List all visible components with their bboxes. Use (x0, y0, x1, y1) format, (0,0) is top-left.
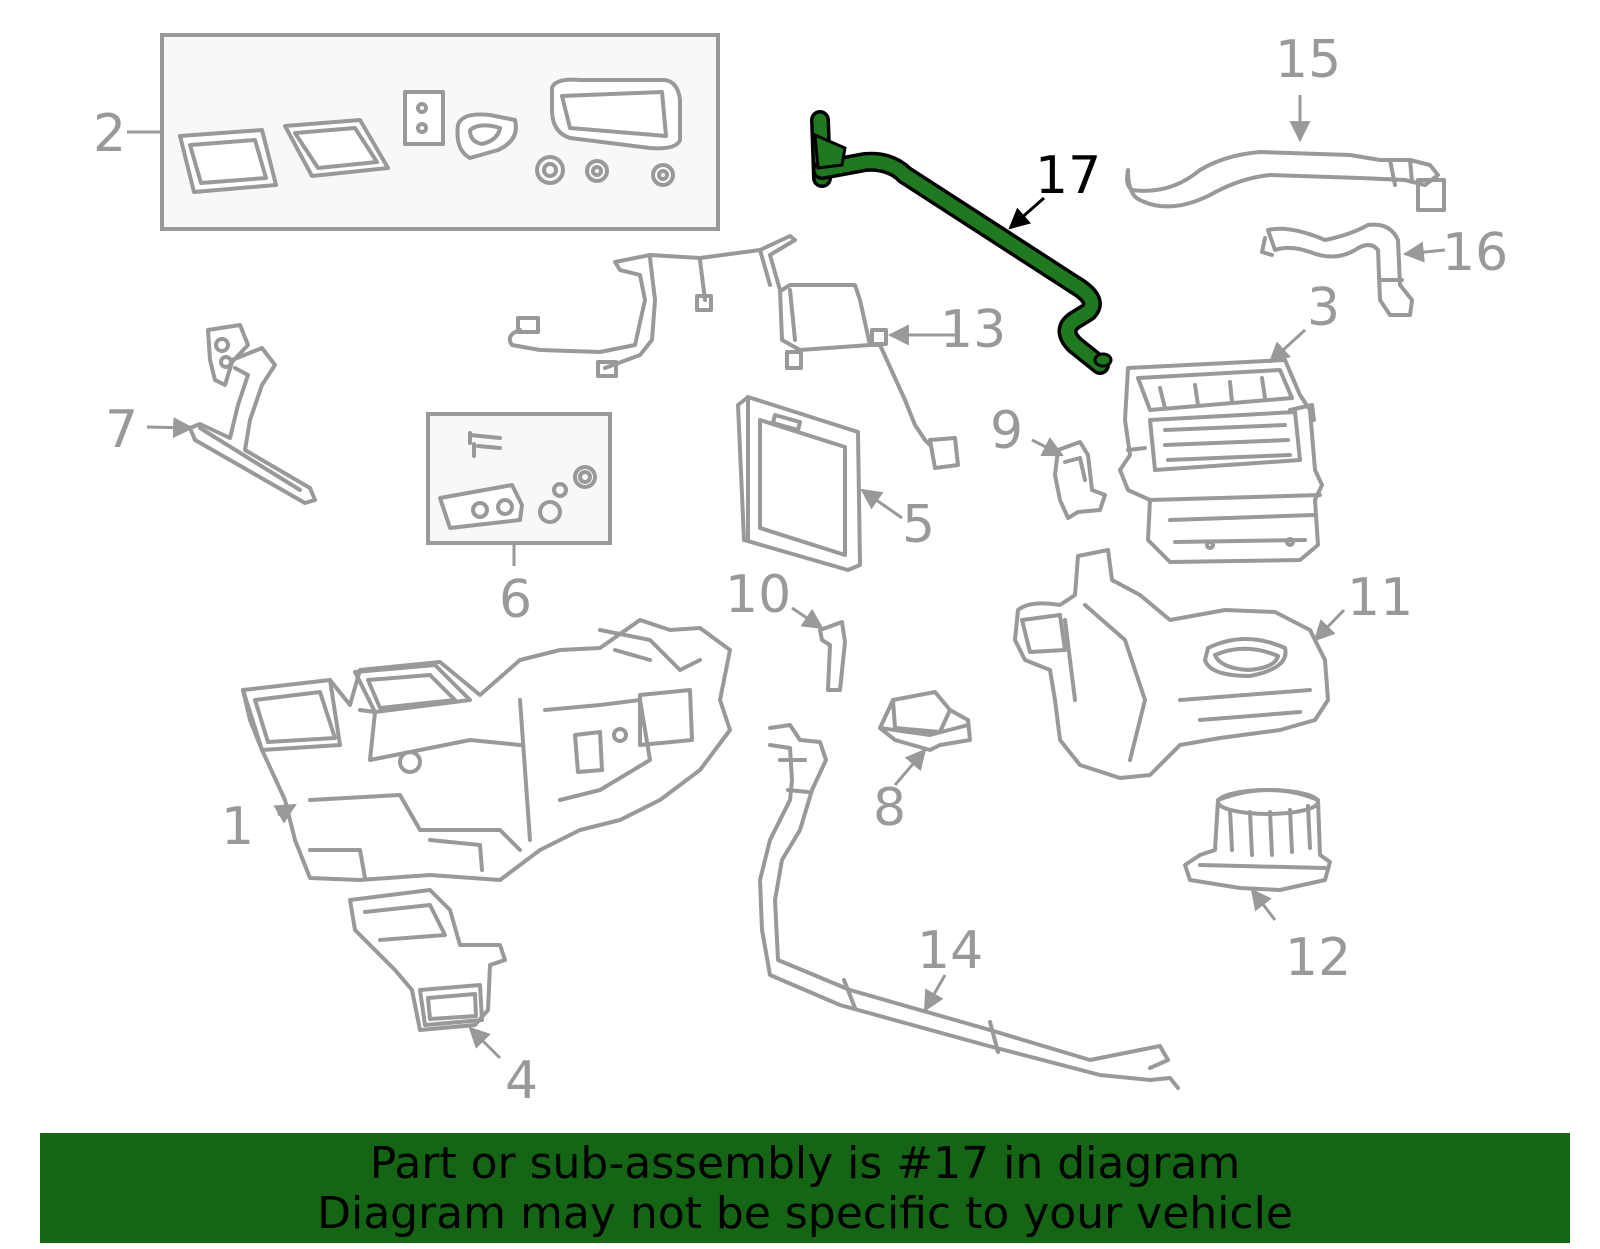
callout-16: 16 (1442, 223, 1508, 283)
callout-17: 17 (1035, 146, 1101, 206)
callout-8: 8 (873, 778, 906, 838)
callout-12: 12 (1285, 928, 1351, 988)
part-4-duct (348, 888, 507, 1032)
callout-5: 5 (902, 495, 935, 555)
callout-10: 10 (725, 565, 791, 625)
part-14-tube-assembly (758, 723, 1180, 1090)
callout-9: 9 (990, 401, 1023, 461)
part-3-upper-case (1118, 358, 1324, 564)
banner-line-1: Part or sub-assembly is #17 in diagram (369, 1138, 1241, 1189)
callout-11: 11 (1347, 568, 1413, 628)
callout-14: 14 (917, 921, 983, 981)
info-banner: Part or sub-assembly is #17 in diagram D… (40, 1133, 1570, 1243)
part-6-hardware-kit (426, 412, 612, 566)
part-11-blower-housing (1013, 548, 1330, 780)
callout-13: 13 (940, 300, 1006, 360)
callout-4: 4 (505, 1051, 538, 1111)
banner-line-2: Diagram may not be specific to your vehi… (317, 1188, 1293, 1239)
callout-15: 15 (1275, 30, 1341, 90)
callout-3: 3 (1307, 278, 1340, 338)
callout-1: 1 (221, 797, 254, 857)
callout-6: 6 (499, 570, 532, 630)
callout-7: 7 (105, 400, 138, 460)
part-12-blower-motor (1183, 788, 1332, 892)
part-5-evaporator (736, 395, 862, 572)
part-1-hvac-housing (241, 618, 732, 882)
part-15-hose (1125, 150, 1446, 212)
part-16-hose (1260, 222, 1414, 317)
part-10-bracket (818, 620, 847, 692)
part-17-heater-tube (810, 110, 1113, 375)
leader-lines (146, 95, 1446, 1060)
part-13-harness (507, 234, 960, 470)
leader-17 (1008, 196, 1045, 230)
part-7-bracket (188, 323, 317, 505)
callout-2: 2 (93, 104, 126, 164)
part-2-kit (127, 33, 720, 231)
part-8-resistor (878, 690, 972, 752)
part-9-clip (1053, 440, 1107, 520)
